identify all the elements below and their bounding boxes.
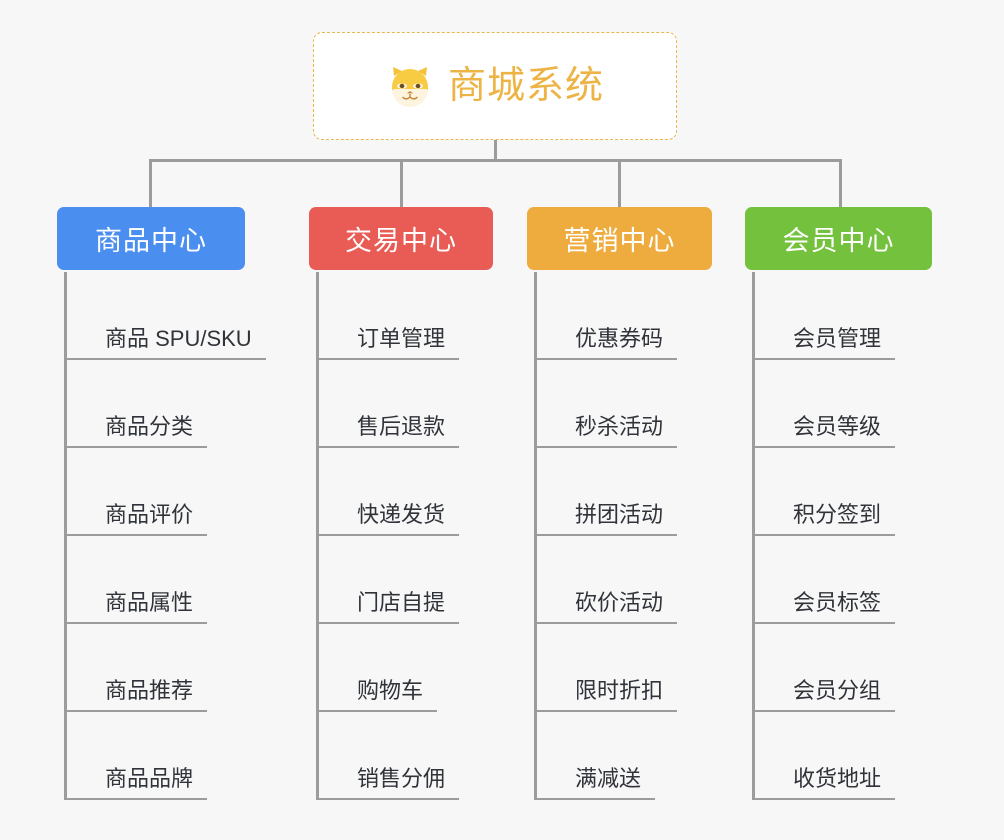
leaf-label: 限时折扣 — [537, 678, 678, 712]
branch-header-label: 营销中心 — [563, 226, 676, 256]
connector-drop-4 — [839, 159, 842, 208]
leaf-label: 商品 SPU/SKU — [67, 326, 266, 360]
list-item[interactable]: 积分签到 — [752, 448, 932, 536]
leaf-label: 售后退款 — [319, 414, 460, 448]
list-item[interactable]: 收货地址 — [752, 712, 932, 800]
leaf-label: 会员管理 — [755, 326, 896, 360]
leaf-label: 商品品牌 — [67, 766, 208, 800]
leaf-label: 会员标签 — [755, 590, 896, 624]
list-item[interactable]: 购物车 — [316, 624, 493, 712]
branch-column-product: 商品中心 商品 SPU/SKU 商品分类 商品评价 商品属性 商品推荐 商品品牌 — [57, 207, 266, 800]
leaf-label: 商品推荐 — [67, 678, 208, 712]
list-item[interactable]: 砍价活动 — [534, 536, 712, 624]
list-item[interactable]: 会员等级 — [752, 360, 932, 448]
list-item[interactable]: 商品推荐 — [64, 624, 245, 712]
list-item[interactable]: 订单管理 — [316, 272, 493, 360]
leaf-label: 订单管理 — [319, 326, 460, 360]
branch-header-member[interactable]: 会员中心 — [745, 207, 932, 270]
list-item[interactable]: 满减送 — [534, 712, 712, 800]
list-item[interactable]: 会员管理 — [752, 272, 932, 360]
list-item[interactable]: 销售分佣 — [316, 712, 493, 800]
leaf-label: 会员分组 — [755, 678, 896, 712]
list-item[interactable]: 会员标签 — [752, 536, 932, 624]
leaf-label: 砍价活动 — [537, 590, 678, 624]
connector-drop-1 — [149, 159, 152, 208]
list-item[interactable]: 商品品牌 — [64, 712, 245, 800]
list-item[interactable]: 会员分组 — [752, 624, 932, 712]
leaf-label: 商品分类 — [67, 414, 208, 448]
leaf-list-trade: 订单管理 售后退款 快递发货 门店自提 购物车 销售分佣 — [316, 270, 493, 800]
leaf-label: 会员等级 — [755, 414, 896, 448]
list-item[interactable]: 秒杀活动 — [534, 360, 712, 448]
root-node[interactable]: 商城系统 — [313, 32, 677, 140]
leaf-list-product: 商品 SPU/SKU 商品分类 商品评价 商品属性 商品推荐 商品品牌 — [64, 270, 266, 800]
leaf-label: 快递发货 — [319, 502, 460, 536]
list-item[interactable]: 商品属性 — [64, 536, 245, 624]
list-item[interactable]: 商品评价 — [64, 448, 245, 536]
branch-header-label: 会员中心 — [782, 226, 895, 256]
branch-header-marketing[interactable]: 营销中心 — [527, 207, 712, 270]
leaf-label: 满减送 — [537, 766, 656, 800]
connector-horizontal-bus — [149, 159, 842, 162]
leaf-label: 优惠券码 — [537, 326, 678, 360]
branch-column-trade: 交易中心 订单管理 售后退款 快递发货 门店自提 购物车 销售分佣 — [309, 207, 493, 800]
connector-root-stem — [494, 140, 497, 161]
leaf-label: 秒杀活动 — [537, 414, 678, 448]
list-item[interactable]: 限时折扣 — [534, 624, 712, 712]
leaf-label: 收货地址 — [755, 766, 896, 800]
leaf-label: 拼团活动 — [537, 502, 678, 536]
branch-header-label: 交易中心 — [345, 226, 457, 256]
leaf-label: 门店自提 — [319, 590, 460, 624]
shiba-dog-face-icon — [386, 62, 434, 110]
connector-drop-3 — [618, 159, 621, 208]
leaf-label: 销售分佣 — [319, 766, 460, 800]
list-item[interactable]: 门店自提 — [316, 536, 493, 624]
leaf-label: 商品属性 — [67, 590, 208, 624]
leaf-label: 积分签到 — [755, 502, 896, 536]
list-item[interactable]: 商品分类 — [64, 360, 245, 448]
branch-column-marketing: 营销中心 优惠券码 秒杀活动 拼团活动 砍价活动 限时折扣 满减送 — [527, 207, 712, 800]
branch-header-label: 商品中心 — [95, 226, 207, 256]
leaf-list-marketing: 优惠券码 秒杀活动 拼团活动 砍价活动 限时折扣 满减送 — [534, 270, 712, 800]
leaf-list-member: 会员管理 会员等级 积分签到 会员标签 会员分组 收货地址 — [752, 270, 932, 800]
branch-header-product[interactable]: 商品中心 — [57, 207, 245, 270]
list-item[interactable]: 售后退款 — [316, 360, 493, 448]
list-item[interactable]: 优惠券码 — [534, 272, 712, 360]
branch-header-trade[interactable]: 交易中心 — [309, 207, 493, 270]
branch-column-member: 会员中心 会员管理 会员等级 积分签到 会员标签 会员分组 收货地址 — [745, 207, 932, 800]
connector-drop-2 — [400, 159, 403, 208]
leaf-label: 购物车 — [319, 678, 438, 712]
root-title: 商城系统 — [447, 65, 604, 107]
list-item[interactable]: 快递发货 — [316, 448, 493, 536]
list-item[interactable]: 拼团活动 — [534, 448, 712, 536]
list-item[interactable]: 商品 SPU/SKU — [64, 272, 266, 360]
leaf-label: 商品评价 — [67, 502, 208, 536]
